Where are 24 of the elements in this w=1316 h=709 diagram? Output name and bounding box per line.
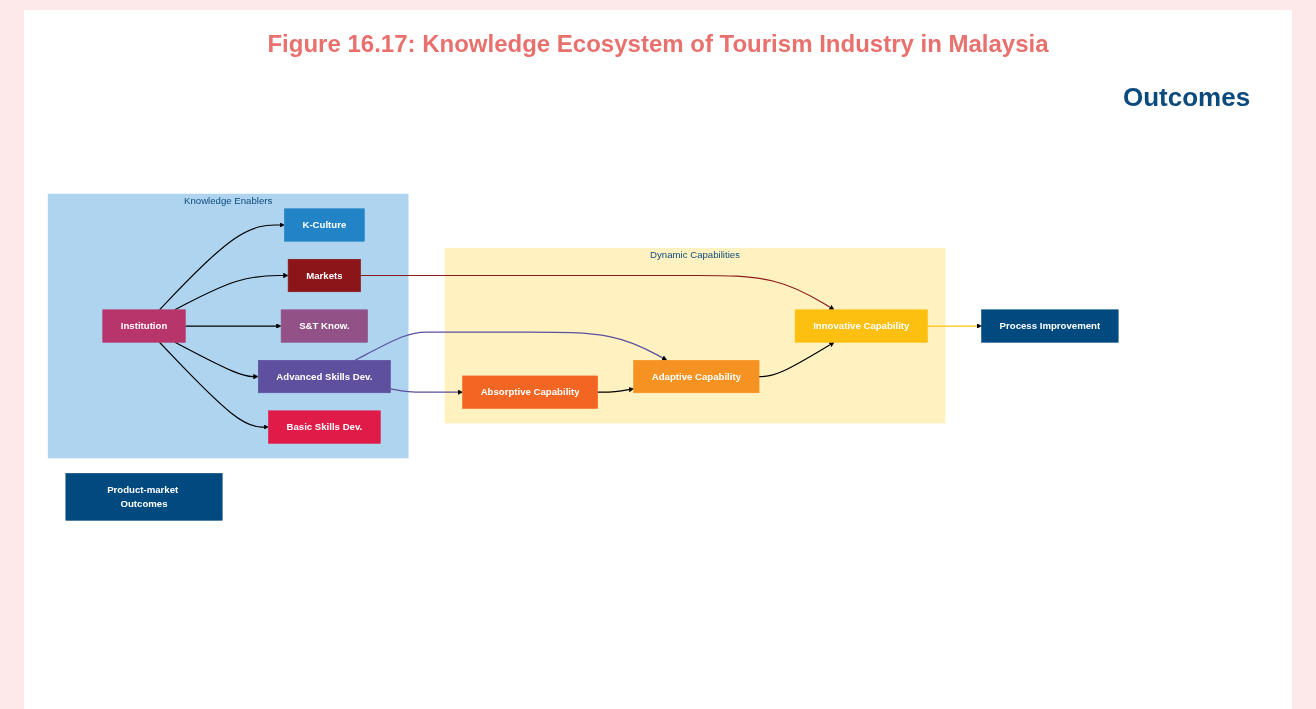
- node-box: Process Improvement: [981, 309, 1119, 343]
- arrow: [926, 323, 982, 329]
- arrow: [184, 323, 282, 329]
- node-box: Markets: [287, 258, 361, 293]
- arrow: [158, 222, 285, 311]
- arrow: [174, 272, 289, 311]
- arrow: [158, 341, 269, 430]
- arrow: [389, 388, 463, 395]
- figure-title: Figure 16.17: Knowledge Ecosystem of Tourism Industry in Malaysia: [266, 30, 1050, 58]
- column-heading: Outcomes: [1123, 82, 1252, 113]
- arrow: [354, 331, 668, 361]
- arrow: [174, 341, 259, 380]
- node-box: Basic Skills Dev.: [268, 410, 381, 444]
- arrow: [758, 342, 835, 378]
- node-box: Product-market Outcomes: [65, 473, 223, 521]
- node-box: Advanced Skills Dev.: [257, 360, 391, 394]
- node-box: S&T Know.: [280, 309, 368, 343]
- node-box: Absorptive Capability: [462, 375, 598, 409]
- node-box: Institution: [102, 309, 186, 343]
- node-box: Innovative Capability: [794, 309, 928, 343]
- arrow: [360, 274, 835, 311]
- node-box: Adaptive Capability: [633, 360, 760, 394]
- node-box: K-Culture: [284, 208, 365, 242]
- arrow: [597, 387, 634, 393]
